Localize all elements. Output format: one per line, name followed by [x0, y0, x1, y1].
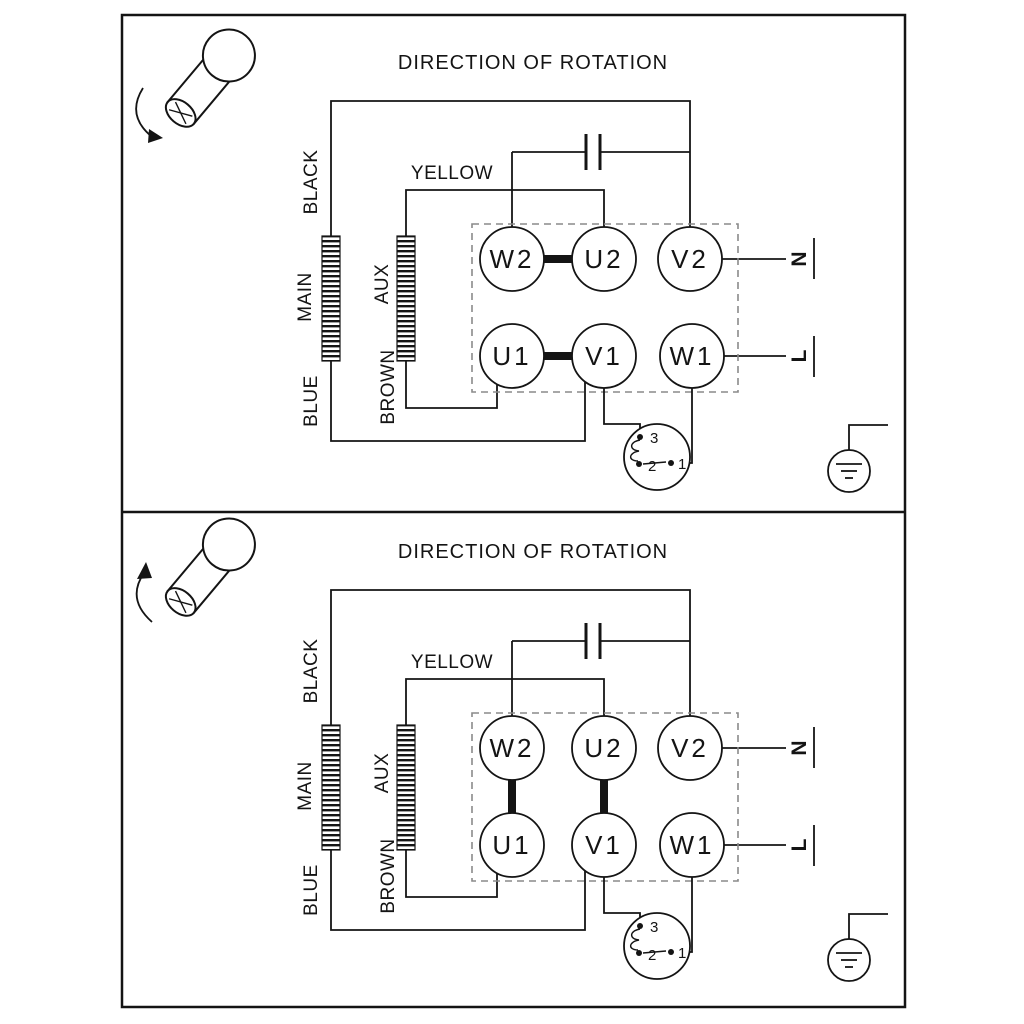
v1-switch-wire	[603, 877, 641, 924]
switch-dot-3	[637, 923, 643, 929]
rotation-arrow	[135, 572, 153, 623]
terminal-u2	[571, 226, 637, 292]
terminal-v2	[657, 226, 723, 292]
switch-label-2: 2	[648, 458, 656, 475]
terminal-u2-label: U2	[584, 733, 623, 763]
aux-winding-coil	[396, 235, 416, 362]
motor-face-cross	[168, 109, 193, 117]
label-blue: BLUE	[301, 375, 322, 427]
terminal-board-outline	[471, 712, 739, 882]
rotation-arrow	[135, 87, 152, 137]
rotation-arrowhead	[137, 562, 152, 579]
label-yellow: YELLOW	[411, 652, 493, 673]
switch-coil	[629, 439, 641, 462]
motor-face-cross	[168, 598, 193, 606]
terminal-u1	[479, 323, 545, 389]
switch-coil	[629, 928, 641, 951]
panel-bottom: DIRECTION OF ROTATION	[135, 517, 888, 982]
terminal-u1	[479, 812, 545, 878]
thermal-switch: 3 2 1	[603, 877, 693, 980]
label-black: BLACK	[301, 639, 322, 704]
yellow-wire	[405, 189, 605, 236]
motor-icon	[135, 517, 256, 623]
switch-label-3: 3	[650, 919, 658, 936]
label-aux: AUX	[372, 753, 393, 794]
label-brown: BROWN	[378, 838, 399, 913]
terminal-v2	[657, 715, 723, 781]
switch-dot-1	[668, 949, 674, 955]
thermal-switch: 3 2 1	[603, 388, 693, 491]
label-line: L	[788, 838, 811, 851]
thermal-switch-outline	[623, 423, 691, 491]
motor-flange	[201, 517, 256, 572]
terminal-v1-label: V1	[585, 341, 623, 371]
v1-switch-wire	[603, 388, 641, 435]
terminal-w1-label: W1	[670, 341, 715, 371]
black-wire	[330, 589, 691, 725]
terminal-w2-label: W2	[490, 733, 535, 763]
terminal-v1-label: V1	[585, 830, 623, 860]
switch-label-3: 3	[650, 430, 658, 447]
main-winding-coil	[321, 724, 341, 851]
label-yellow: YELLOW	[411, 163, 493, 184]
ground-symbol	[827, 424, 888, 493]
switch-label-1: 1	[678, 945, 686, 962]
blue-wire	[330, 850, 586, 931]
terminal-u2-label: U2	[584, 244, 623, 274]
terminal-w2	[479, 226, 545, 292]
label-main: MAIN	[295, 272, 316, 322]
brown-wire	[405, 850, 498, 898]
label-aux: AUX	[372, 264, 393, 305]
terminal-v2-label: V2	[671, 244, 709, 274]
rotation-arrowhead	[148, 129, 163, 143]
switch-dot-3	[637, 434, 643, 440]
label-main: MAIN	[295, 761, 316, 811]
panel-top: DIRECTION OF ROTATION	[135, 28, 888, 493]
motor-icon	[135, 28, 256, 143]
main-winding-coil	[321, 235, 341, 362]
switch-label-1: 1	[678, 456, 686, 473]
page-title: DIRECTION OF ROTATION	[398, 541, 668, 563]
label-neutral: N	[788, 740, 811, 755]
label-line: L	[788, 349, 811, 362]
terminal-u1-label: U1	[492, 341, 531, 371]
motor-flange	[201, 28, 256, 83]
switch-dot-2	[636, 950, 642, 956]
ground-symbol	[827, 913, 888, 982]
label-brown: BROWN	[378, 349, 399, 424]
terminal-u1-label: U1	[492, 830, 531, 860]
switch-dot-1	[668, 460, 674, 466]
aux-winding-coil	[396, 724, 416, 851]
terminal-board-outline	[471, 223, 739, 393]
switch-contact	[642, 461, 667, 465]
terminal-w2	[479, 715, 545, 781]
terminal-v2-label: V2	[671, 733, 709, 763]
yellow-wire	[405, 678, 605, 725]
terminal-w2-label: W2	[490, 244, 535, 274]
switch-contact	[642, 950, 667, 954]
switch-dot-2	[636, 461, 642, 467]
label-black: BLACK	[301, 150, 322, 215]
blue-wire	[330, 361, 586, 442]
brown-wire	[405, 361, 498, 409]
label-neutral: N	[788, 251, 811, 266]
thermal-switch-outline	[623, 912, 691, 980]
label-blue: BLUE	[301, 864, 322, 916]
switch-label-2: 2	[648, 947, 656, 964]
page-title: DIRECTION OF ROTATION	[398, 52, 668, 74]
terminal-u2	[571, 715, 637, 781]
terminal-w1-label: W1	[670, 830, 715, 860]
black-wire	[330, 100, 691, 236]
